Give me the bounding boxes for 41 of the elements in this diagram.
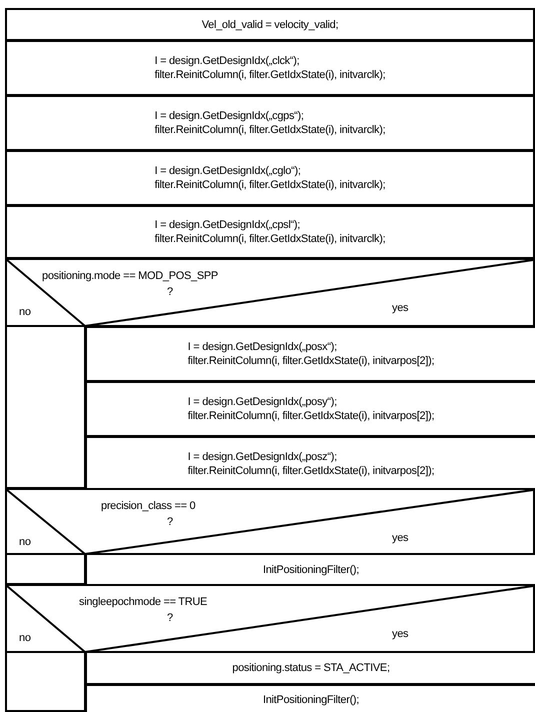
code-line: I = design.GetDesignIdx(„cpsl“); [154, 218, 301, 232]
code-line: filter.ReinitColumn(i, filter.GetIdxState(i), initvarclk); [154, 68, 386, 82]
code-line: I = design.GetDesignIdx(„posz“); [188, 450, 338, 464]
statement-block [85, 326, 535, 382]
question-mark: ? [167, 516, 173, 529]
code-line: InitPositioningFilter(); [262, 563, 360, 577]
condition-text: precision_class == 0 [101, 500, 196, 513]
statement-block [85, 553, 535, 587]
question-mark: ? [167, 286, 173, 299]
statement-block [85, 436, 535, 491]
branch-label: no [19, 632, 31, 645]
code-line: InitPositioningFilter(); [262, 693, 360, 707]
branch-label: yes [392, 302, 408, 315]
code-line: I = design.GetDesignIdx(„posx“); [188, 340, 338, 354]
condition-text: singleepochmode == TRUE [79, 596, 208, 609]
code-line: filter.ReinitColumn(i, filter.GetIdxState(i), initvarclk); [154, 123, 386, 137]
statement-block [5, 150, 535, 206]
question-mark: ? [167, 612, 173, 625]
statement-block [85, 651, 535, 685]
code-line: I = design.GetDesignIdx(„cgps“); [154, 109, 305, 123]
code-line: filter.ReinitColumn(i, filter.GetIdxState(i), initvarpos[2]); [188, 464, 434, 478]
condition-text: positioning.mode == MOD_POS_SPP [42, 270, 218, 283]
statement-block [85, 381, 535, 437]
statement-block [5, 40, 535, 96]
branch-label: yes [392, 532, 408, 545]
code-line: filter.ReinitColumn(i, filter.GetIdxState(i), initvarclk); [154, 178, 386, 192]
statement-block [5, 8, 535, 41]
code-line: I = design.GetDesignIdx(„cglo“); [154, 164, 302, 178]
branch-label: yes [392, 628, 408, 641]
branch-label: no [19, 306, 31, 319]
code-line: filter.ReinitColumn(i, filter.GetIdxState(i), initvarpos[2]); [188, 409, 434, 423]
code-line: I = design.GetDesignIdx(„clck“); [154, 54, 300, 68]
code-line: Vel_old_valid = velocity_valid; [202, 18, 338, 32]
code-line: filter.ReinitColumn(i, filter.GetIdxState(i), initvarpos[2]); [188, 354, 434, 368]
code-line: I = design.GetDesignIdx(„posy“); [188, 395, 338, 409]
statement-block [5, 205, 535, 259]
statement-block [5, 95, 535, 151]
branch-label: no [19, 536, 31, 549]
statement-block [85, 684, 535, 712]
code-line: positioning.status = STA_ACTIVE; [232, 661, 390, 675]
code-line: filter.ReinitColumn(i, filter.GetIdxState(i), initvarclk); [154, 232, 386, 246]
